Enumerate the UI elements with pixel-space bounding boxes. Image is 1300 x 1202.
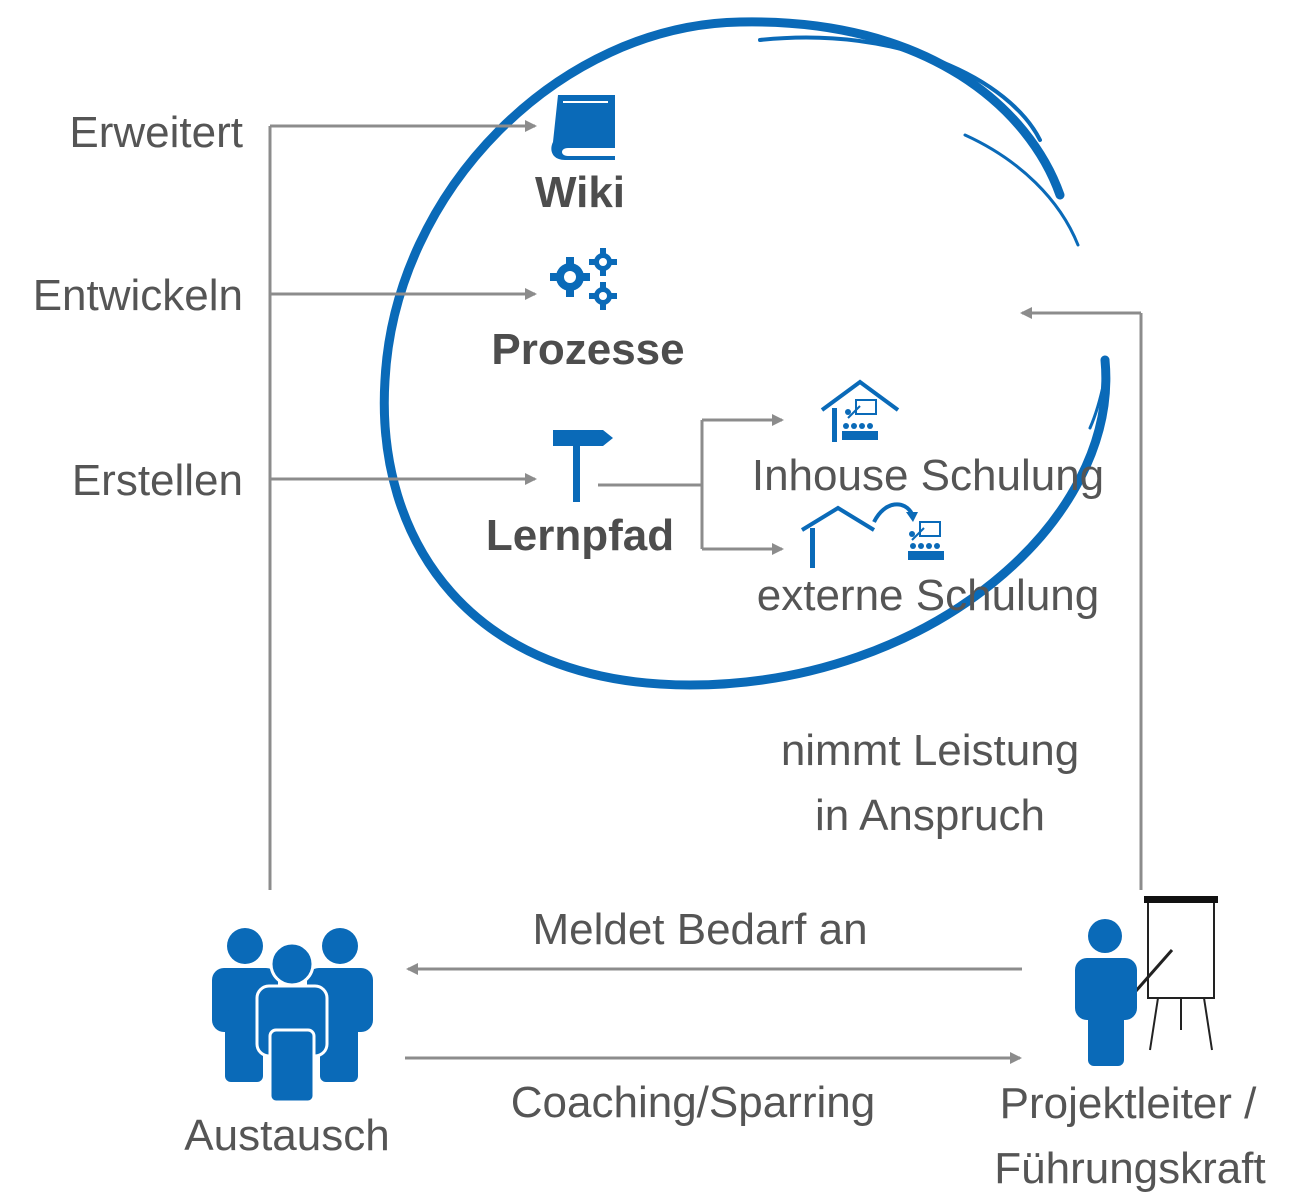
item-inhouse-schulung: Inhouse Schulung xyxy=(752,451,1104,500)
label-fuehrungskraft: Führungskraft xyxy=(994,1144,1265,1193)
label-coaching: Coaching/Sparring xyxy=(511,1078,875,1127)
item-wiki: Wiki xyxy=(535,168,625,217)
item-externe-schulung: externe Schulung xyxy=(757,571,1099,620)
bottom-connectors xyxy=(405,963,1022,1064)
left-connectors xyxy=(268,120,537,890)
external-training-icon xyxy=(800,502,944,568)
item-lernpfad: Lernpfad xyxy=(486,511,674,560)
service-line-1: nimmt Leistung xyxy=(781,726,1079,775)
label-entwickeln: Entwickeln xyxy=(33,271,243,320)
label-projektleiter: Projektleiter / xyxy=(1000,1079,1258,1128)
right-connector xyxy=(1020,307,1143,890)
label-austausch: Austausch xyxy=(184,1111,389,1160)
learning-path-branches xyxy=(598,414,784,555)
book-icon xyxy=(551,95,615,160)
gears-icon xyxy=(550,248,617,310)
group-people-icon xyxy=(212,928,373,1104)
house-training-icon xyxy=(820,379,900,442)
service-line-2: in Anspruch xyxy=(815,791,1045,840)
label-meldet-bedarf: Meldet Bedarf an xyxy=(532,905,867,954)
signpost-icon xyxy=(553,430,613,502)
item-prozesse: Prozesse xyxy=(491,325,684,374)
label-erweitert: Erweitert xyxy=(69,108,243,157)
label-erstellen: Erstellen xyxy=(72,456,243,505)
presenter-flipchart-icon xyxy=(1075,896,1218,1066)
knowledge-circle xyxy=(379,17,1111,690)
